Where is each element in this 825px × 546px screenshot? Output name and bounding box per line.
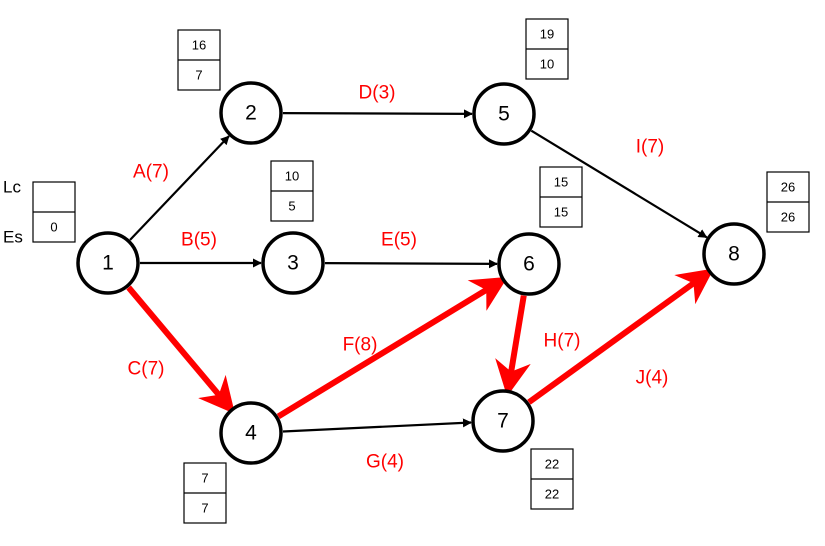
legend-es-label: Es [3, 228, 23, 247]
edge-d-label: D(3) [359, 83, 396, 104]
node-7-es-value: 22 [545, 487, 559, 502]
edge-a-arrow [129, 135, 230, 241]
legend: Lc Es 0 [3, 178, 76, 247]
edge-labels-group: A(7) B(5) C(7) D(3) E(5) F(8) G(4) H(7) I(7) J(4) [128, 83, 669, 473]
node-4-label: 4 [245, 422, 257, 445]
node-3-circle [261, 231, 325, 295]
legend-es-value: 0 [50, 220, 57, 235]
edge-g-arrow [282, 418, 472, 433]
node-4-lc-value: 7 [201, 471, 208, 486]
edge-a-label: A(7) [133, 162, 169, 183]
edge-c-label: C(7) [128, 359, 165, 380]
node-8-lc-value: 26 [781, 180, 795, 195]
node-7-lc-value: 22 [545, 457, 559, 472]
node-8-es-value: 26 [781, 210, 795, 225]
node-1-label: 1 [102, 252, 114, 275]
node-5-es-value: 10 [540, 57, 554, 72]
node-7-circle [471, 389, 535, 453]
node-2-es-value: 7 [195, 68, 202, 83]
node-8-circle [702, 222, 766, 286]
edge-f-label: F(8) [343, 335, 378, 356]
node-8-label: 8 [728, 243, 740, 266]
node-4-es-value: 7 [201, 501, 208, 516]
edge-e-label: E(5) [381, 230, 417, 251]
edge-d-arrow [282, 109, 473, 119]
node-3-label: 3 [287, 252, 299, 275]
node-5-lc-value: 19 [540, 27, 554, 42]
node-6-label: 6 [523, 253, 535, 276]
edge-f-arrow [276, 276, 508, 419]
node-3-lc-value: 10 [285, 169, 299, 184]
node-5-circle [472, 82, 536, 146]
node-4-circle [219, 401, 283, 465]
node-6-circle [497, 232, 561, 296]
edge-c-arrow [126, 285, 236, 415]
edge-e-arrow [324, 259, 498, 269]
edge-g-label: G(4) [366, 452, 404, 473]
edge-i-arrow [530, 129, 708, 239]
legend-lc-label: Lc [3, 178, 21, 197]
edges-group [126, 109, 714, 433]
edge-j-arrow [527, 268, 714, 405]
edge-h-label: H(7) [544, 331, 581, 352]
node-2-lc-value: 16 [192, 38, 206, 53]
node-2-circle [219, 81, 283, 145]
node-3-es-value: 5 [288, 199, 295, 214]
edge-i-label: I(7) [636, 137, 665, 158]
edge-j-label: J(4) [636, 368, 669, 389]
node-6-lc-value: 15 [554, 175, 568, 190]
node-2-label: 2 [245, 102, 257, 125]
node-5-label: 5 [498, 103, 510, 126]
node-1-circle [76, 231, 140, 295]
edge-h-arrow [495, 295, 531, 397]
nodes-group: 1 2 3 4 5 6 7 8 [76, 81, 766, 465]
edge-b-label: B(5) [181, 230, 217, 251]
node-6-es-value: 15 [554, 205, 568, 220]
node-7-label: 7 [497, 410, 509, 433]
